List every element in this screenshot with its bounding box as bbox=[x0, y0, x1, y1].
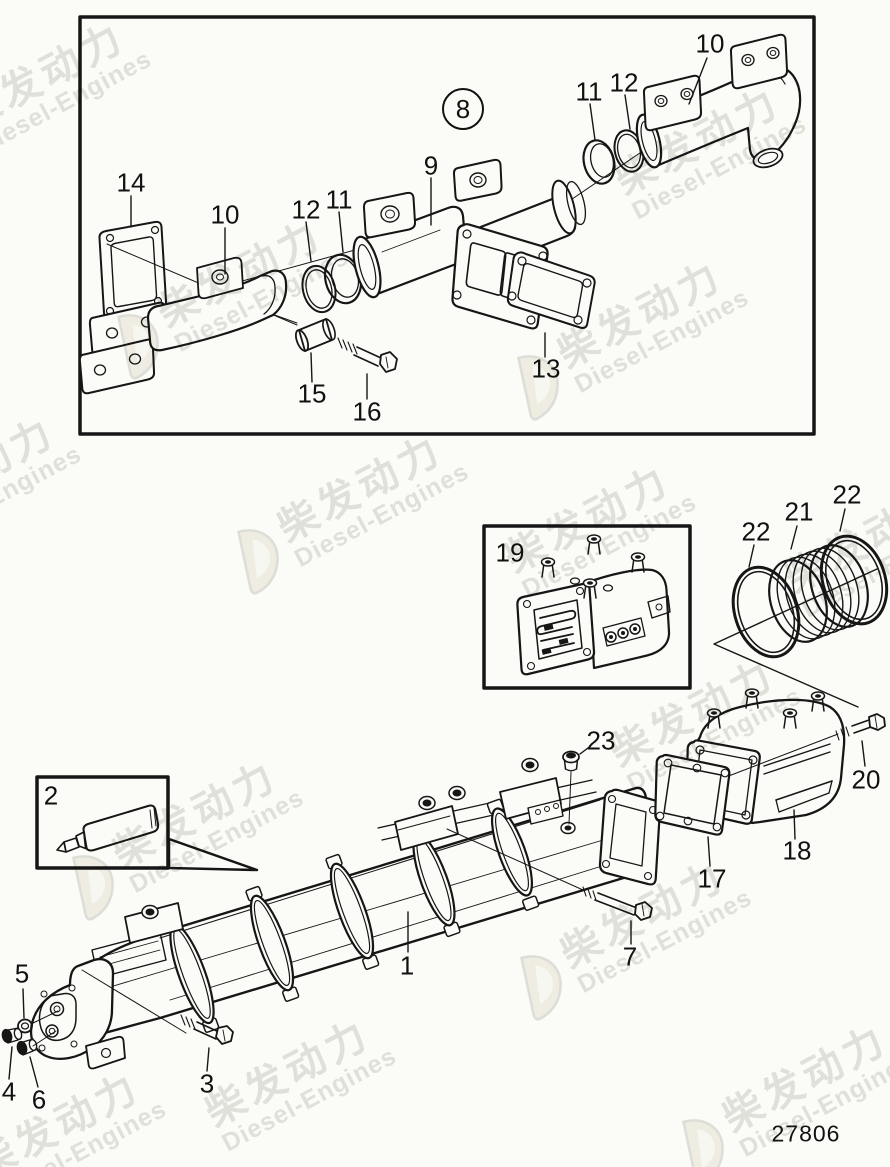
part-19-end-cap-inset bbox=[482, 524, 692, 690]
leader-lines-lower bbox=[8, 508, 866, 1088]
callout-20: 20 bbox=[851, 764, 881, 795]
callout-1: 1 bbox=[399, 950, 415, 981]
callout-21: 21 bbox=[784, 496, 814, 527]
part-20-bolt bbox=[835, 713, 886, 741]
callout-12-right: 12 bbox=[609, 67, 639, 98]
callout-4: 4 bbox=[1, 1076, 17, 1107]
part-5-washer bbox=[17, 1018, 33, 1034]
leader-lines-upper bbox=[130, 57, 708, 400]
part-11-seal-ring-right bbox=[582, 139, 616, 185]
part-16-bolt bbox=[337, 337, 398, 373]
outlet-elbow-left-end bbox=[29, 958, 126, 1070]
part-10-left-elbow-pipe bbox=[78, 256, 288, 395]
callout-14: 14 bbox=[116, 167, 146, 198]
part-6-plug bbox=[16, 1038, 38, 1056]
part-14-gasket bbox=[98, 220, 168, 320]
callout-18: 18 bbox=[782, 835, 812, 866]
part-22-oring-left bbox=[731, 565, 801, 659]
callout-5: 5 bbox=[14, 958, 30, 989]
callout-16: 16 bbox=[352, 396, 382, 427]
part-17-gasket bbox=[654, 753, 731, 836]
callout-12-left: 12 bbox=[291, 194, 321, 225]
alignment-lines-lower bbox=[30, 828, 584, 1047]
callout-2: 2 bbox=[43, 780, 59, 811]
callout-22-right: 22 bbox=[832, 479, 862, 510]
part-23-plug bbox=[562, 750, 580, 825]
callout-6: 6 bbox=[31, 1084, 47, 1115]
upper-inset-frame bbox=[78, 15, 816, 436]
part-2-sealant-inset bbox=[35, 775, 259, 872]
part-15-sleeve bbox=[294, 318, 336, 352]
clamp-bands bbox=[164, 798, 540, 1033]
part-13-turbo-gasket bbox=[506, 251, 596, 329]
callout-19: 19 bbox=[495, 537, 525, 568]
part-4-plug bbox=[1, 1027, 23, 1044]
callout-11-right: 11 bbox=[575, 76, 603, 107]
callout-9: 9 bbox=[423, 150, 439, 181]
callout-23: 23 bbox=[586, 725, 616, 756]
part-18-end-cover bbox=[685, 688, 846, 825]
callout-7: 7 bbox=[622, 941, 638, 972]
part-21-bellows-sleeve bbox=[768, 544, 869, 643]
part-12-oring-left bbox=[301, 264, 337, 314]
part-10-right-elbow-pipe bbox=[635, 33, 802, 169]
part-7-bolt bbox=[582, 886, 653, 921]
part-3-bolt bbox=[180, 1014, 234, 1045]
callout-10-right: 10 bbox=[695, 28, 725, 59]
part-22-oring-right bbox=[819, 534, 889, 626]
body-right-end-flange bbox=[598, 788, 662, 886]
callout-11-left: 11 bbox=[325, 184, 353, 215]
callout-13: 13 bbox=[531, 353, 561, 384]
callout-10-left: 10 bbox=[210, 199, 240, 230]
callout-22-left: 22 bbox=[741, 516, 771, 547]
callout-3: 3 bbox=[199, 1068, 215, 1099]
mounting-brackets bbox=[124, 757, 576, 944]
callout-15: 15 bbox=[297, 378, 327, 409]
exploded-view-chevron bbox=[713, 568, 878, 708]
callout-balloon-8: 8 bbox=[442, 88, 484, 130]
callout-17: 17 bbox=[697, 863, 727, 894]
drawing-number: 27806 bbox=[771, 1120, 841, 1147]
